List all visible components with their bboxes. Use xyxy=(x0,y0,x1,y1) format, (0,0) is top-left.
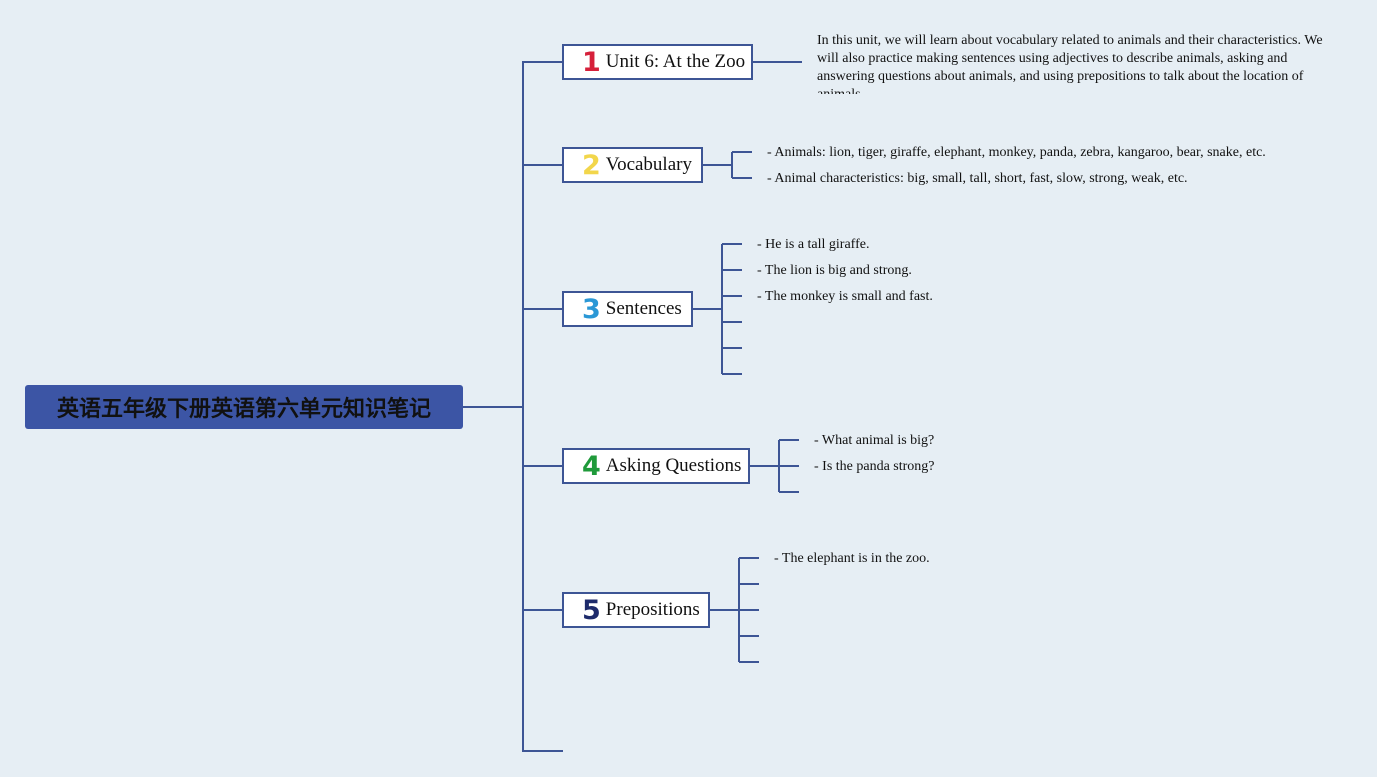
sentence-item[interactable]: - He is a tall giraffe. xyxy=(757,237,870,252)
sentence-item[interactable]: - The monkey is small and fast. xyxy=(757,289,933,304)
question-item[interactable]: - What animal is big? xyxy=(814,433,935,448)
topic-prepositions[interactable]: 5 Prepositions xyxy=(562,592,710,628)
number-5-badge: 5 xyxy=(582,594,601,626)
topic-label: Vocabulary xyxy=(605,154,692,175)
unit-intro-text[interactable]: In this unit, we will learn about vocabu… xyxy=(817,33,1323,94)
question-item[interactable]: - Is the panda strong? xyxy=(814,459,935,474)
preposition-item[interactable]: - The elephant is in the zoo. xyxy=(774,551,930,566)
topic-label: Sentences xyxy=(605,298,682,319)
number-2-badge: 2 xyxy=(582,149,601,181)
number-1-badge: 1 xyxy=(582,46,601,78)
number-3-badge: 3 xyxy=(582,293,601,325)
topic-sentences[interactable]: 3 Sentences xyxy=(562,291,693,327)
number-4-badge: 4 xyxy=(582,450,601,482)
topic-label: Unit 6: At the Zoo xyxy=(605,51,746,72)
root-title: 英语五年级下册英语第六单元知识笔记 xyxy=(56,397,431,422)
topic-asking-questions[interactable]: 4 Asking Questions xyxy=(562,448,750,484)
topic-vocabulary[interactable]: 2 Vocabulary xyxy=(562,147,703,183)
topic-label: Prepositions xyxy=(605,599,700,620)
vocabulary-item[interactable]: - Animals: lion, tiger, giraffe, elephan… xyxy=(767,145,1266,160)
topic-unit-6[interactable]: 1 Unit 6: At the Zoo xyxy=(562,44,753,80)
topic-label: Asking Questions xyxy=(605,455,742,476)
root-topic[interactable]: 英语五年级下册英语第六单元知识笔记 xyxy=(25,385,463,429)
vocabulary-item[interactable]: - Animal characteristics: big, small, ta… xyxy=(767,171,1188,186)
sentence-item[interactable]: - The lion is big and strong. xyxy=(757,263,912,278)
